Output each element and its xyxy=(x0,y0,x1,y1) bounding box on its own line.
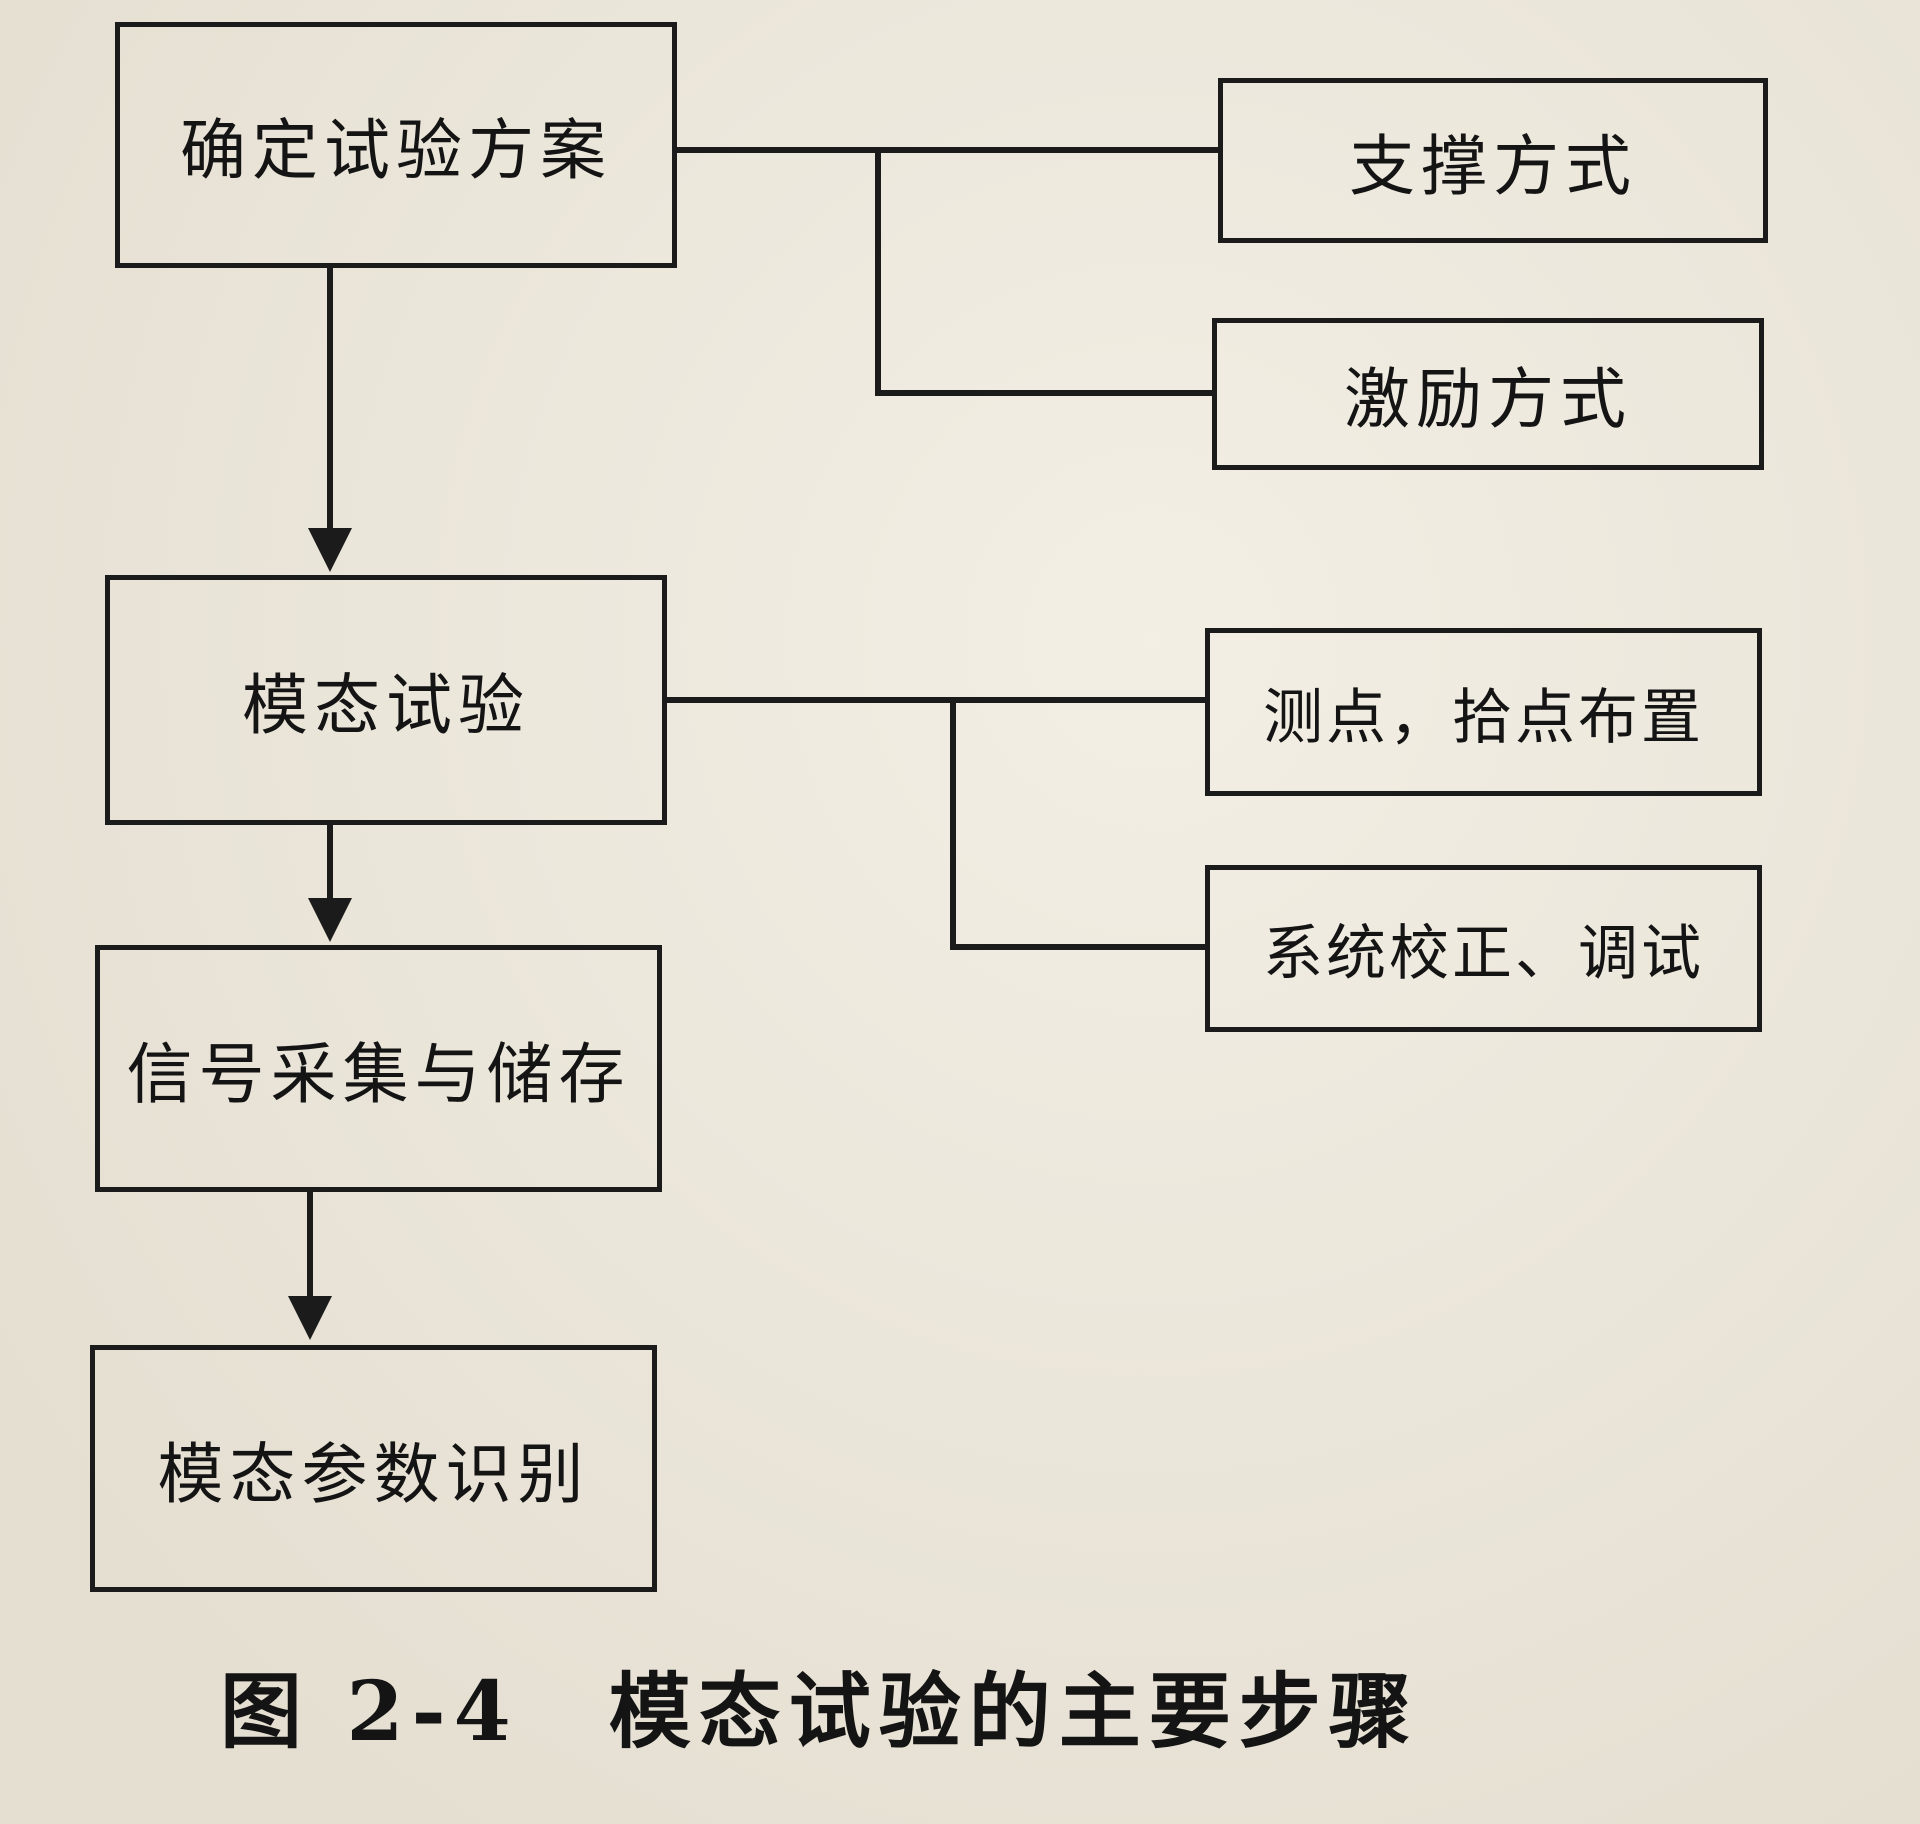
node-signal-acquisition-label: 信号采集与储存 xyxy=(126,1035,631,1113)
node-support-method: 支撑方式 xyxy=(1218,78,1768,243)
node-determine-plan: 确定试验方案 xyxy=(115,22,677,268)
node-system-calibration: 系统校正、调试 xyxy=(1205,865,1762,1032)
node-modal-test-label: 模态试验 xyxy=(242,667,530,744)
figure-caption: 图 2-4 模态试验的主要步骤 xyxy=(220,1664,1419,1760)
node-measurement-points-label: 测点，拾点布置 xyxy=(1263,682,1704,753)
node-determine-plan-label: 确定试验方案 xyxy=(180,112,612,189)
node-support-method-label: 支撑方式 xyxy=(1349,127,1637,205)
node-excitation-method-label: 激励方式 xyxy=(1344,361,1632,438)
node-modal-test: 模态试验 xyxy=(105,575,667,825)
node-modal-parameter-id: 模态参数识别 xyxy=(90,1345,657,1592)
arrow-down-icon xyxy=(308,898,352,942)
node-measurement-points: 测点，拾点布置 xyxy=(1205,628,1762,796)
node-system-calibration-label: 系统校正、调试 xyxy=(1263,919,1704,989)
arrow-down-icon xyxy=(288,1296,332,1340)
edge-modaltest-to-calibration xyxy=(950,700,1205,950)
arrow-down-icon xyxy=(308,528,352,572)
node-excitation-method: 激励方式 xyxy=(1212,318,1764,470)
node-signal-acquisition: 信号采集与储存 xyxy=(95,945,662,1192)
edge-plan-to-excitation xyxy=(875,150,1212,396)
node-modal-parameter-id-label: 模态参数识别 xyxy=(157,1435,590,1513)
